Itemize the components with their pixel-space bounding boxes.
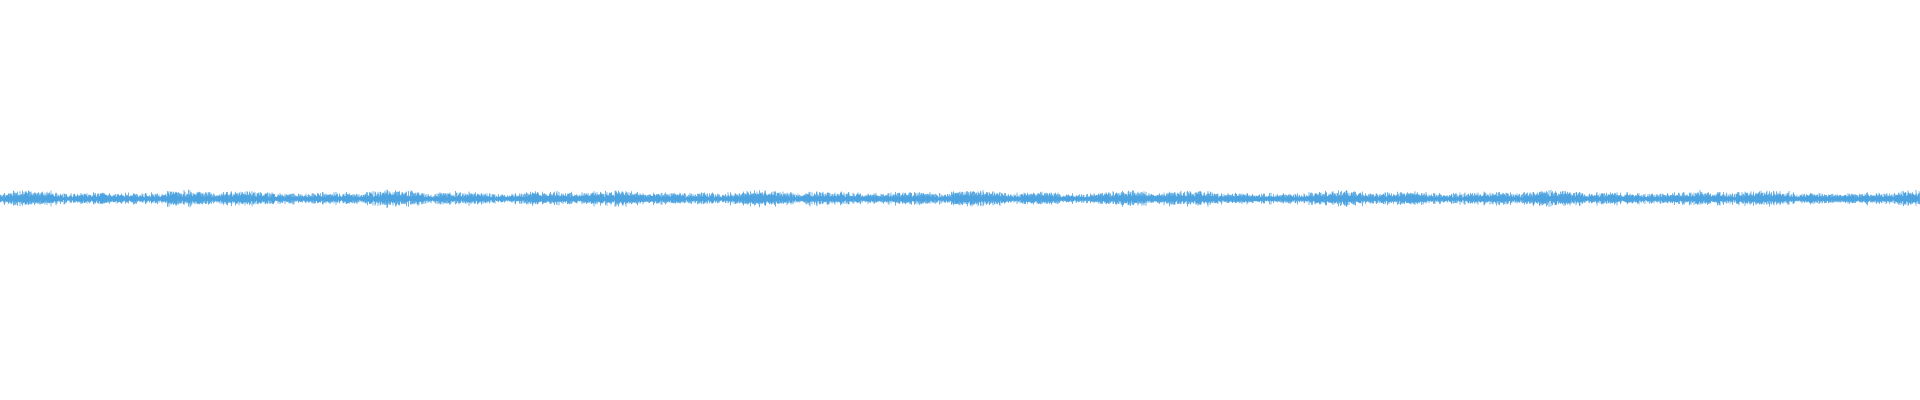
waveform-trace (0, 189, 1920, 209)
